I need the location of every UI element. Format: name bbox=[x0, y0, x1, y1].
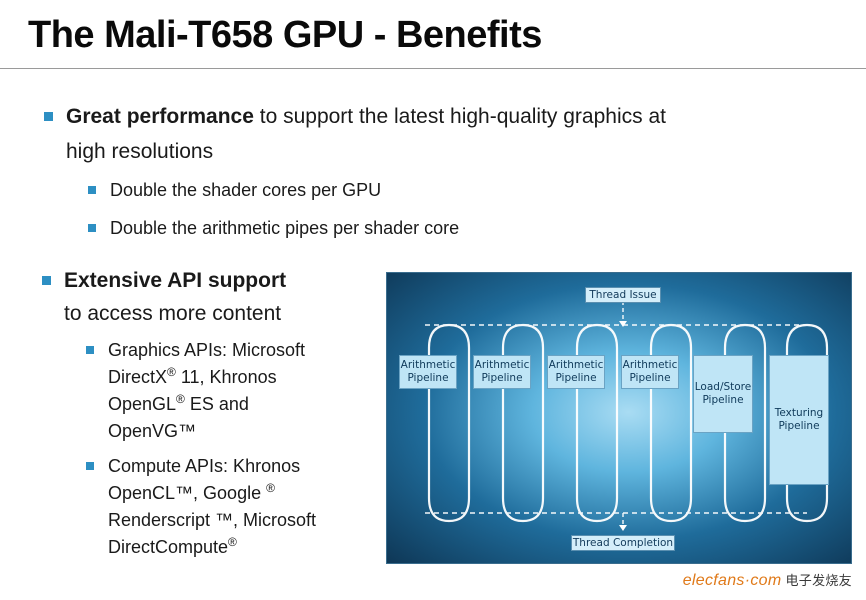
pipeline-loops-graphic bbox=[425, 301, 829, 531]
page-title: The Mali-T658 GPU - Benefits bbox=[28, 14, 542, 56]
bullet-api-support: Extensive API support bbox=[64, 269, 287, 292]
thread-completion-label: Thread Completion bbox=[571, 535, 675, 551]
load-store-pipeline: Load/Store Pipeline bbox=[693, 355, 753, 433]
graphics-apis-line3: OpenGL® ES and bbox=[108, 392, 249, 414]
bullet-icon bbox=[86, 346, 94, 354]
bullet-icon bbox=[42, 276, 51, 285]
bullet-performance-text: to support the latest high-quality graph… bbox=[253, 105, 666, 128]
compute-apis-line3: Renderscript ™, Microsoft bbox=[108, 510, 317, 530]
bullet-icon bbox=[44, 112, 53, 121]
registered-mark: ® bbox=[228, 535, 237, 549]
bullet-performance: Great performance to support the latest … bbox=[66, 100, 806, 134]
watermark-brand: elecfans·com bbox=[682, 572, 782, 589]
bullet-api-support-line2: to access more content bbox=[64, 302, 282, 325]
arithmetic-pipeline-3: Arithmetic Pipeline bbox=[547, 355, 605, 389]
graphics-apis-line4: OpenVG™ bbox=[108, 421, 197, 441]
registered-mark: ® bbox=[167, 365, 176, 379]
bullet-icon bbox=[86, 462, 94, 470]
sub-bullet-compute-apis: Compute APIs: Khronos OpenCL™, Google ® … bbox=[108, 453, 378, 561]
graphics-apis-line2: DirectX® 11, Khronos bbox=[108, 365, 277, 387]
bullet-performance-line2: high resolutions bbox=[66, 140, 214, 163]
watermark-cn: 电子发烧友 bbox=[785, 573, 852, 588]
compute-apis-line1: Compute APIs: Khronos bbox=[108, 456, 301, 476]
arithmetic-pipeline-1: Arithmetic Pipeline bbox=[399, 355, 457, 389]
sub-bullet-arithmetic-pipes: Double the arithmetic pipes per shader c… bbox=[110, 218, 460, 238]
thread-issue-label: Thread Issue bbox=[585, 287, 661, 303]
pipeline-diagram: Thread Issue Arithmetic Pipeline Arithme… bbox=[386, 272, 852, 564]
sub-bullet-graphics-apis: Graphics APIs: Microsoft DirectX® 11, Kh… bbox=[108, 337, 368, 445]
registered-mark: ® bbox=[176, 392, 185, 406]
bullet-performance-bold: Great performance bbox=[66, 105, 254, 128]
arithmetic-pipeline-4: Arithmetic Pipeline bbox=[621, 355, 679, 389]
graphics-apis-line1: Graphics APIs: Microsoft bbox=[108, 340, 306, 360]
compute-apis-line4: DirectCompute® bbox=[108, 535, 237, 557]
registered-mark: ® bbox=[266, 481, 275, 495]
compute-apis-line2: OpenCL™, Google ® bbox=[108, 481, 275, 503]
texturing-pipeline: Texturing Pipeline bbox=[769, 355, 829, 485]
bullet-icon bbox=[88, 224, 96, 232]
arithmetic-pipeline-2: Arithmetic Pipeline bbox=[473, 355, 531, 389]
sub-bullet-shader-cores: Double the shader cores per GPU bbox=[110, 180, 382, 200]
title-divider bbox=[0, 68, 866, 69]
bullet-icon bbox=[88, 186, 96, 194]
